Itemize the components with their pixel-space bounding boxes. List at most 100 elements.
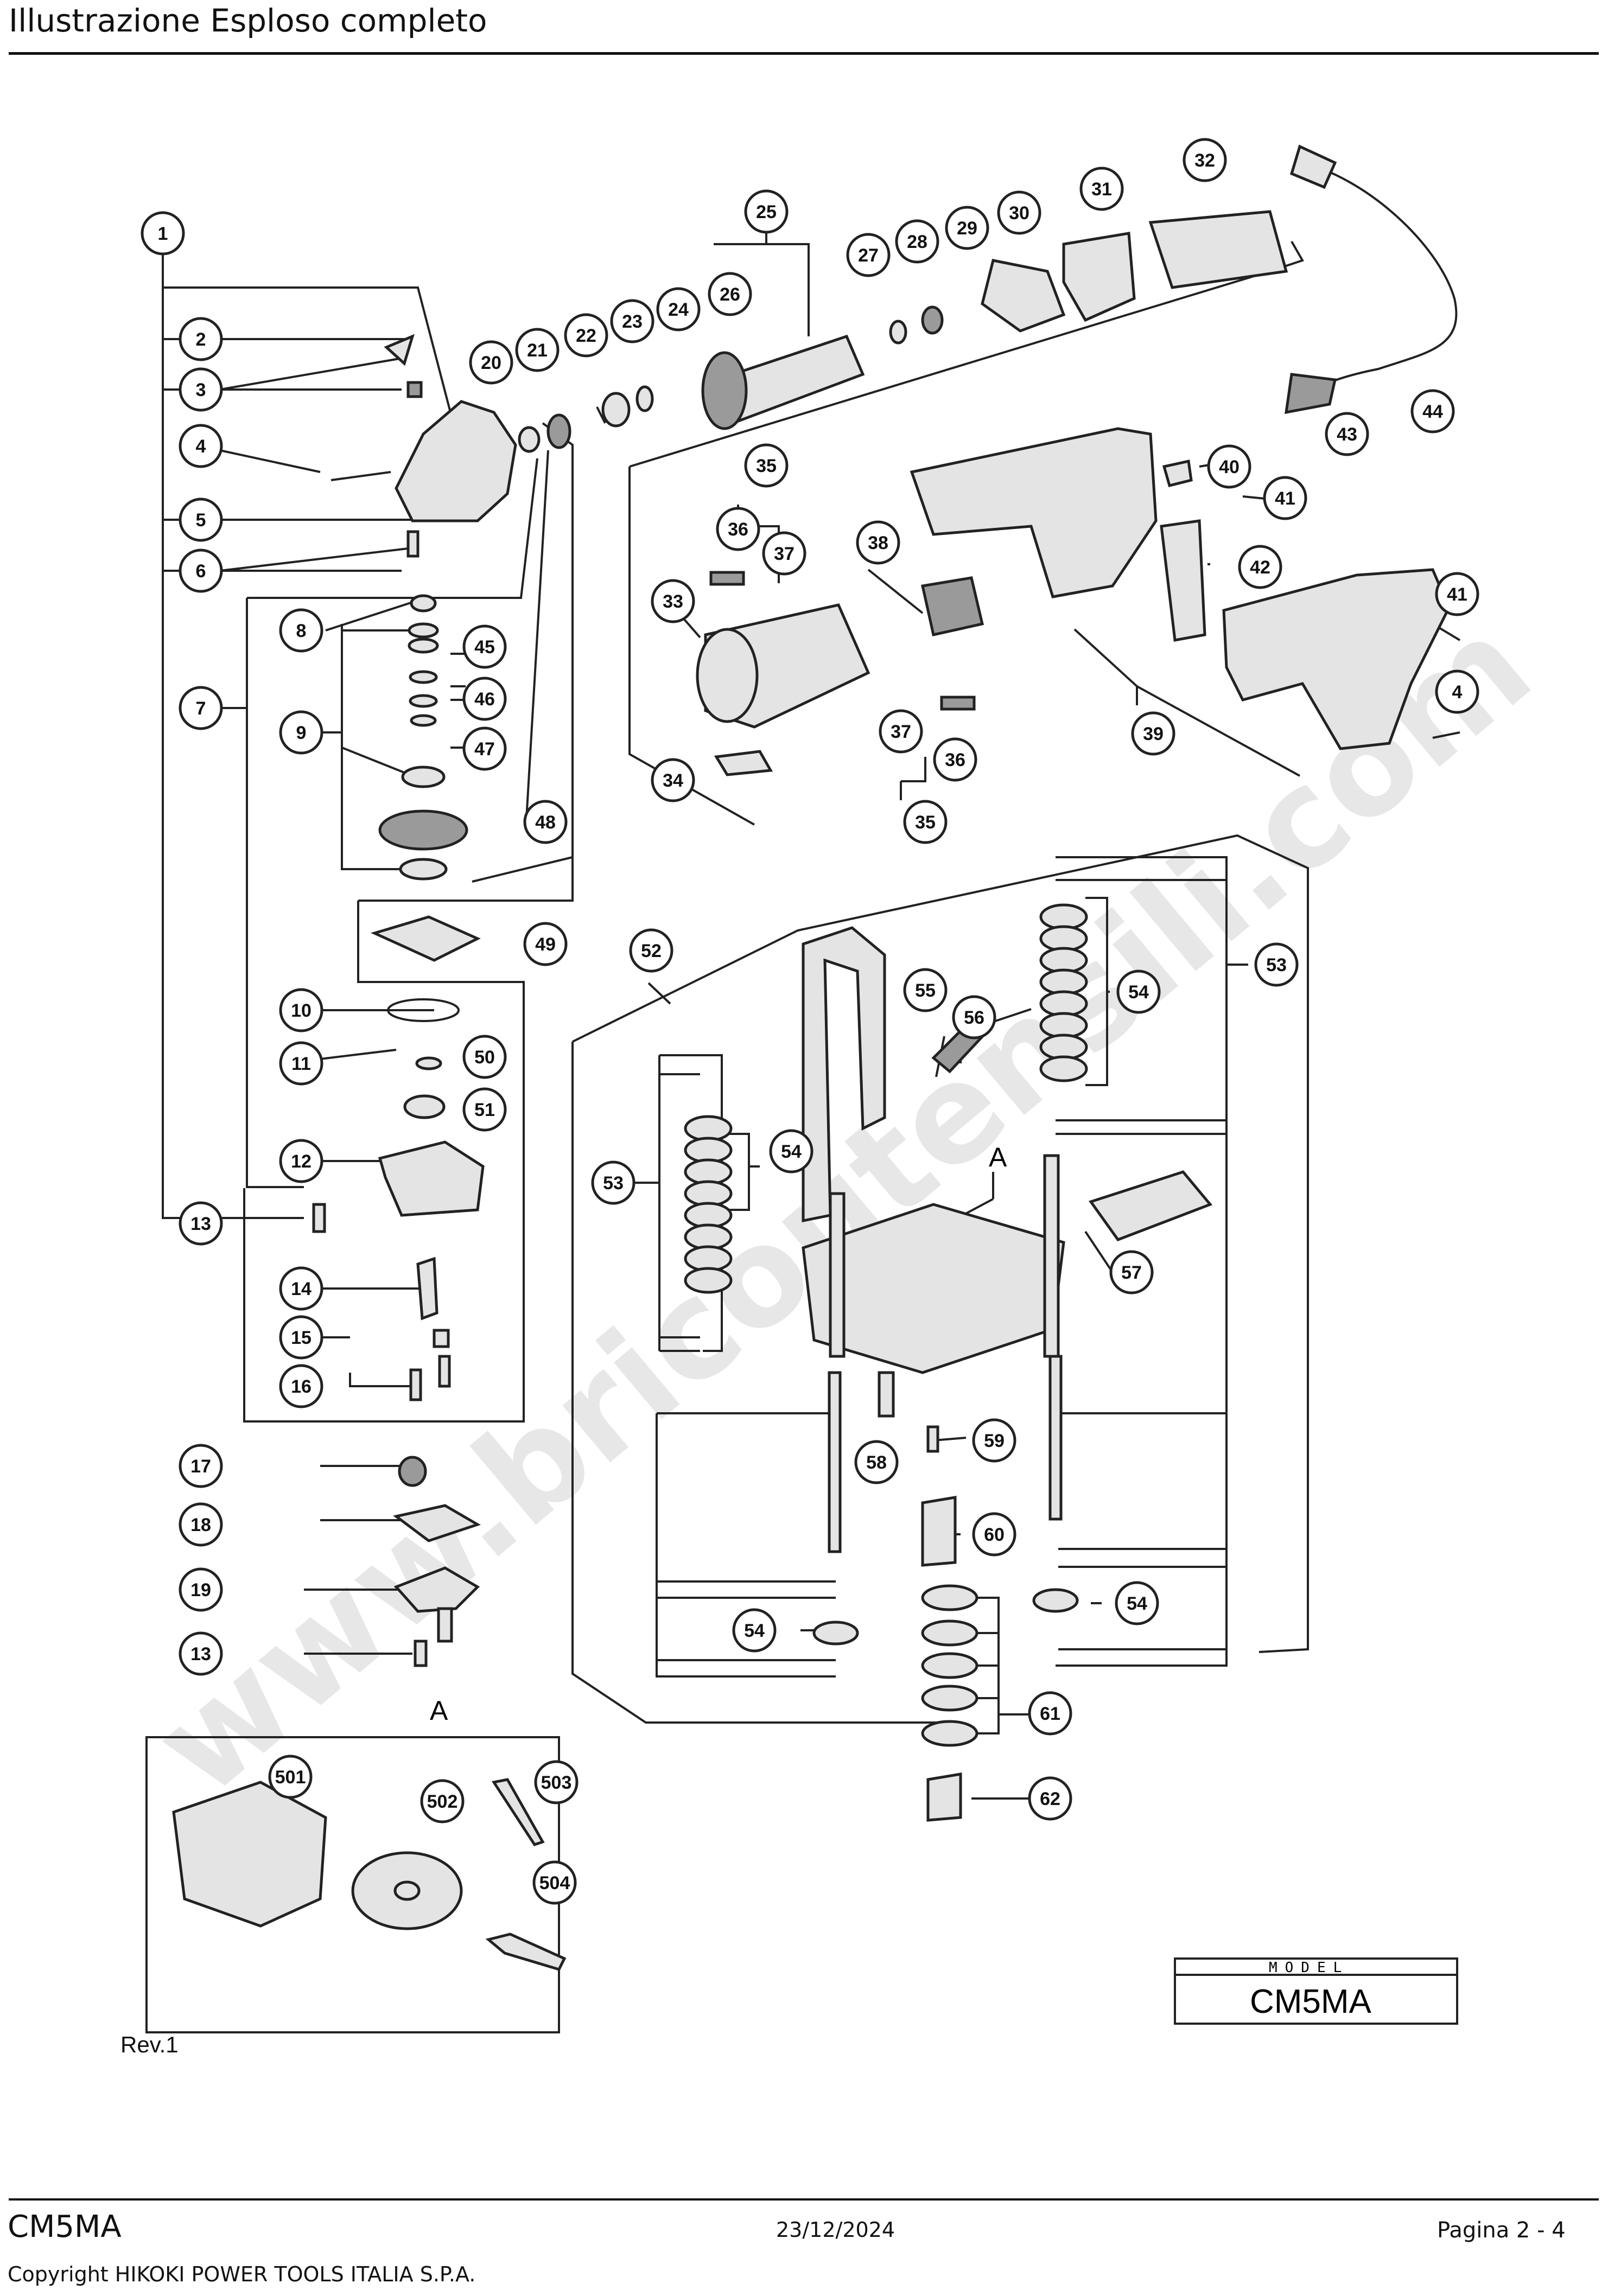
screw-59 <box>926 1425 939 1453</box>
svg-text:45: 45 <box>474 637 495 658</box>
svg-text:8: 8 <box>296 621 307 641</box>
callout-43: 43 <box>1325 412 1369 456</box>
callout-2: 2 <box>179 317 223 361</box>
washer-1 <box>408 622 439 639</box>
svg-text:6: 6 <box>196 561 206 582</box>
callout-6: 6 <box>179 549 223 593</box>
washer-2 <box>408 637 439 654</box>
callout-53-right: 53 <box>1254 942 1299 987</box>
svg-text:4: 4 <box>196 436 206 457</box>
svg-text:23: 23 <box>622 311 643 332</box>
plug <box>1289 144 1337 189</box>
callout-36-lower: 36 <box>933 737 977 782</box>
callout-50: 50 <box>462 1035 507 1079</box>
callout-502: 502 <box>420 1779 465 1823</box>
bushing-62 <box>926 1772 962 1822</box>
svg-text:16: 16 <box>291 1376 312 1397</box>
washer-61d <box>921 1685 978 1712</box>
svg-text:50: 50 <box>474 1047 495 1068</box>
svg-text:26: 26 <box>720 284 740 305</box>
svg-text:48: 48 <box>535 812 556 833</box>
svg-text:56: 56 <box>964 1007 984 1028</box>
svg-text:17: 17 <box>190 1456 211 1477</box>
callout-8: 8 <box>279 608 323 653</box>
callout-21: 21 <box>515 328 560 372</box>
callout-28: 28 <box>895 219 939 264</box>
callout-59: 59 <box>972 1418 1016 1463</box>
callout-30: 30 <box>997 190 1041 235</box>
callout-18: 18 <box>179 1502 223 1547</box>
depth-guide-frame <box>802 926 886 1223</box>
ball-bearing <box>399 858 448 881</box>
callout-504: 504 <box>532 1860 577 1905</box>
model-box-label: MODEL <box>1269 1960 1349 1976</box>
washer-61e <box>921 1720 978 1747</box>
svg-text:7: 7 <box>196 698 206 719</box>
callout-15: 15 <box>279 1315 323 1360</box>
svg-text:53: 53 <box>603 1173 624 1194</box>
svg-text:4: 4 <box>1452 682 1463 703</box>
gear-assembly <box>393 1566 480 1613</box>
header-divider <box>9 52 1599 55</box>
svg-text:54: 54 <box>781 1141 802 1162</box>
wrench-503 <box>491 1778 545 1846</box>
callout-35-upper: 35 <box>744 443 789 488</box>
svg-text:59: 59 <box>984 1431 1005 1451</box>
brush-holder <box>920 576 984 636</box>
callout-57: 57 <box>1109 1250 1154 1294</box>
callout-45: 45 <box>462 624 507 669</box>
svg-text:13: 13 <box>190 1644 211 1664</box>
callout-31: 31 <box>1079 167 1124 211</box>
callout-47: 47 <box>462 726 507 771</box>
bearing-54-lower-right <box>1032 1588 1079 1613</box>
section-marker-a-right: A <box>989 1142 1007 1172</box>
svg-text:22: 22 <box>576 326 596 346</box>
svg-text:15: 15 <box>291 1328 312 1348</box>
right-pillar <box>1043 1154 1060 1358</box>
footer-page-number: Pagina 2 - 4 <box>1437 2218 1566 2243</box>
output-shaft <box>437 1607 453 1643</box>
callout-13-lower: 13 <box>179 1631 223 1676</box>
svg-text:32: 32 <box>1194 150 1215 171</box>
handle <box>1222 568 1451 750</box>
svg-text:41: 41 <box>1447 584 1467 605</box>
svg-text:21: 21 <box>527 340 548 361</box>
gear-gasket <box>370 915 481 962</box>
callout-14: 14 <box>279 1266 323 1311</box>
lever-part <box>384 334 415 366</box>
callout-35-lower: 35 <box>903 800 948 844</box>
svg-text:27: 27 <box>858 245 879 266</box>
screw-13 <box>312 1203 326 1233</box>
svg-text:10: 10 <box>291 1000 312 1021</box>
dust-nozzle <box>1088 1170 1213 1242</box>
callout-58: 58 <box>854 1440 899 1484</box>
gear-case <box>378 1140 485 1217</box>
callout-46: 46 <box>462 677 507 721</box>
section-marker-a-left: A <box>430 1695 448 1726</box>
washer-61b <box>921 1619 978 1647</box>
callout-501: 501 <box>268 1755 313 1799</box>
svg-text:37: 37 <box>774 544 795 564</box>
needle-bearing <box>433 1329 450 1348</box>
callout-52: 52 <box>629 928 673 973</box>
svg-text:30: 30 <box>1009 203 1029 224</box>
callout-54-right-lower: 54 <box>1115 1581 1159 1625</box>
svg-text:42: 42 <box>1250 557 1270 578</box>
svg-text:61: 61 <box>1040 1704 1060 1724</box>
callout-41-upper: 41 <box>1263 476 1307 520</box>
svg-text:9: 9 <box>296 723 307 743</box>
svg-text:5: 5 <box>196 510 206 531</box>
cord-armor <box>1285 373 1337 414</box>
leader-lines <box>162 214 1461 1800</box>
svg-text:28: 28 <box>907 232 927 252</box>
ball-bearing-2 <box>403 1094 446 1119</box>
svg-text:37: 37 <box>891 722 911 742</box>
svg-text:18: 18 <box>190 1515 211 1535</box>
svg-text:44: 44 <box>1422 401 1443 422</box>
washer-61c <box>921 1652 978 1679</box>
spring-stack-left <box>684 1115 733 1294</box>
cord-clamp <box>1162 459 1193 488</box>
svg-text:504: 504 <box>539 1873 570 1893</box>
screw-58 <box>878 1371 895 1418</box>
callout-36-upper: 36 <box>716 507 760 551</box>
